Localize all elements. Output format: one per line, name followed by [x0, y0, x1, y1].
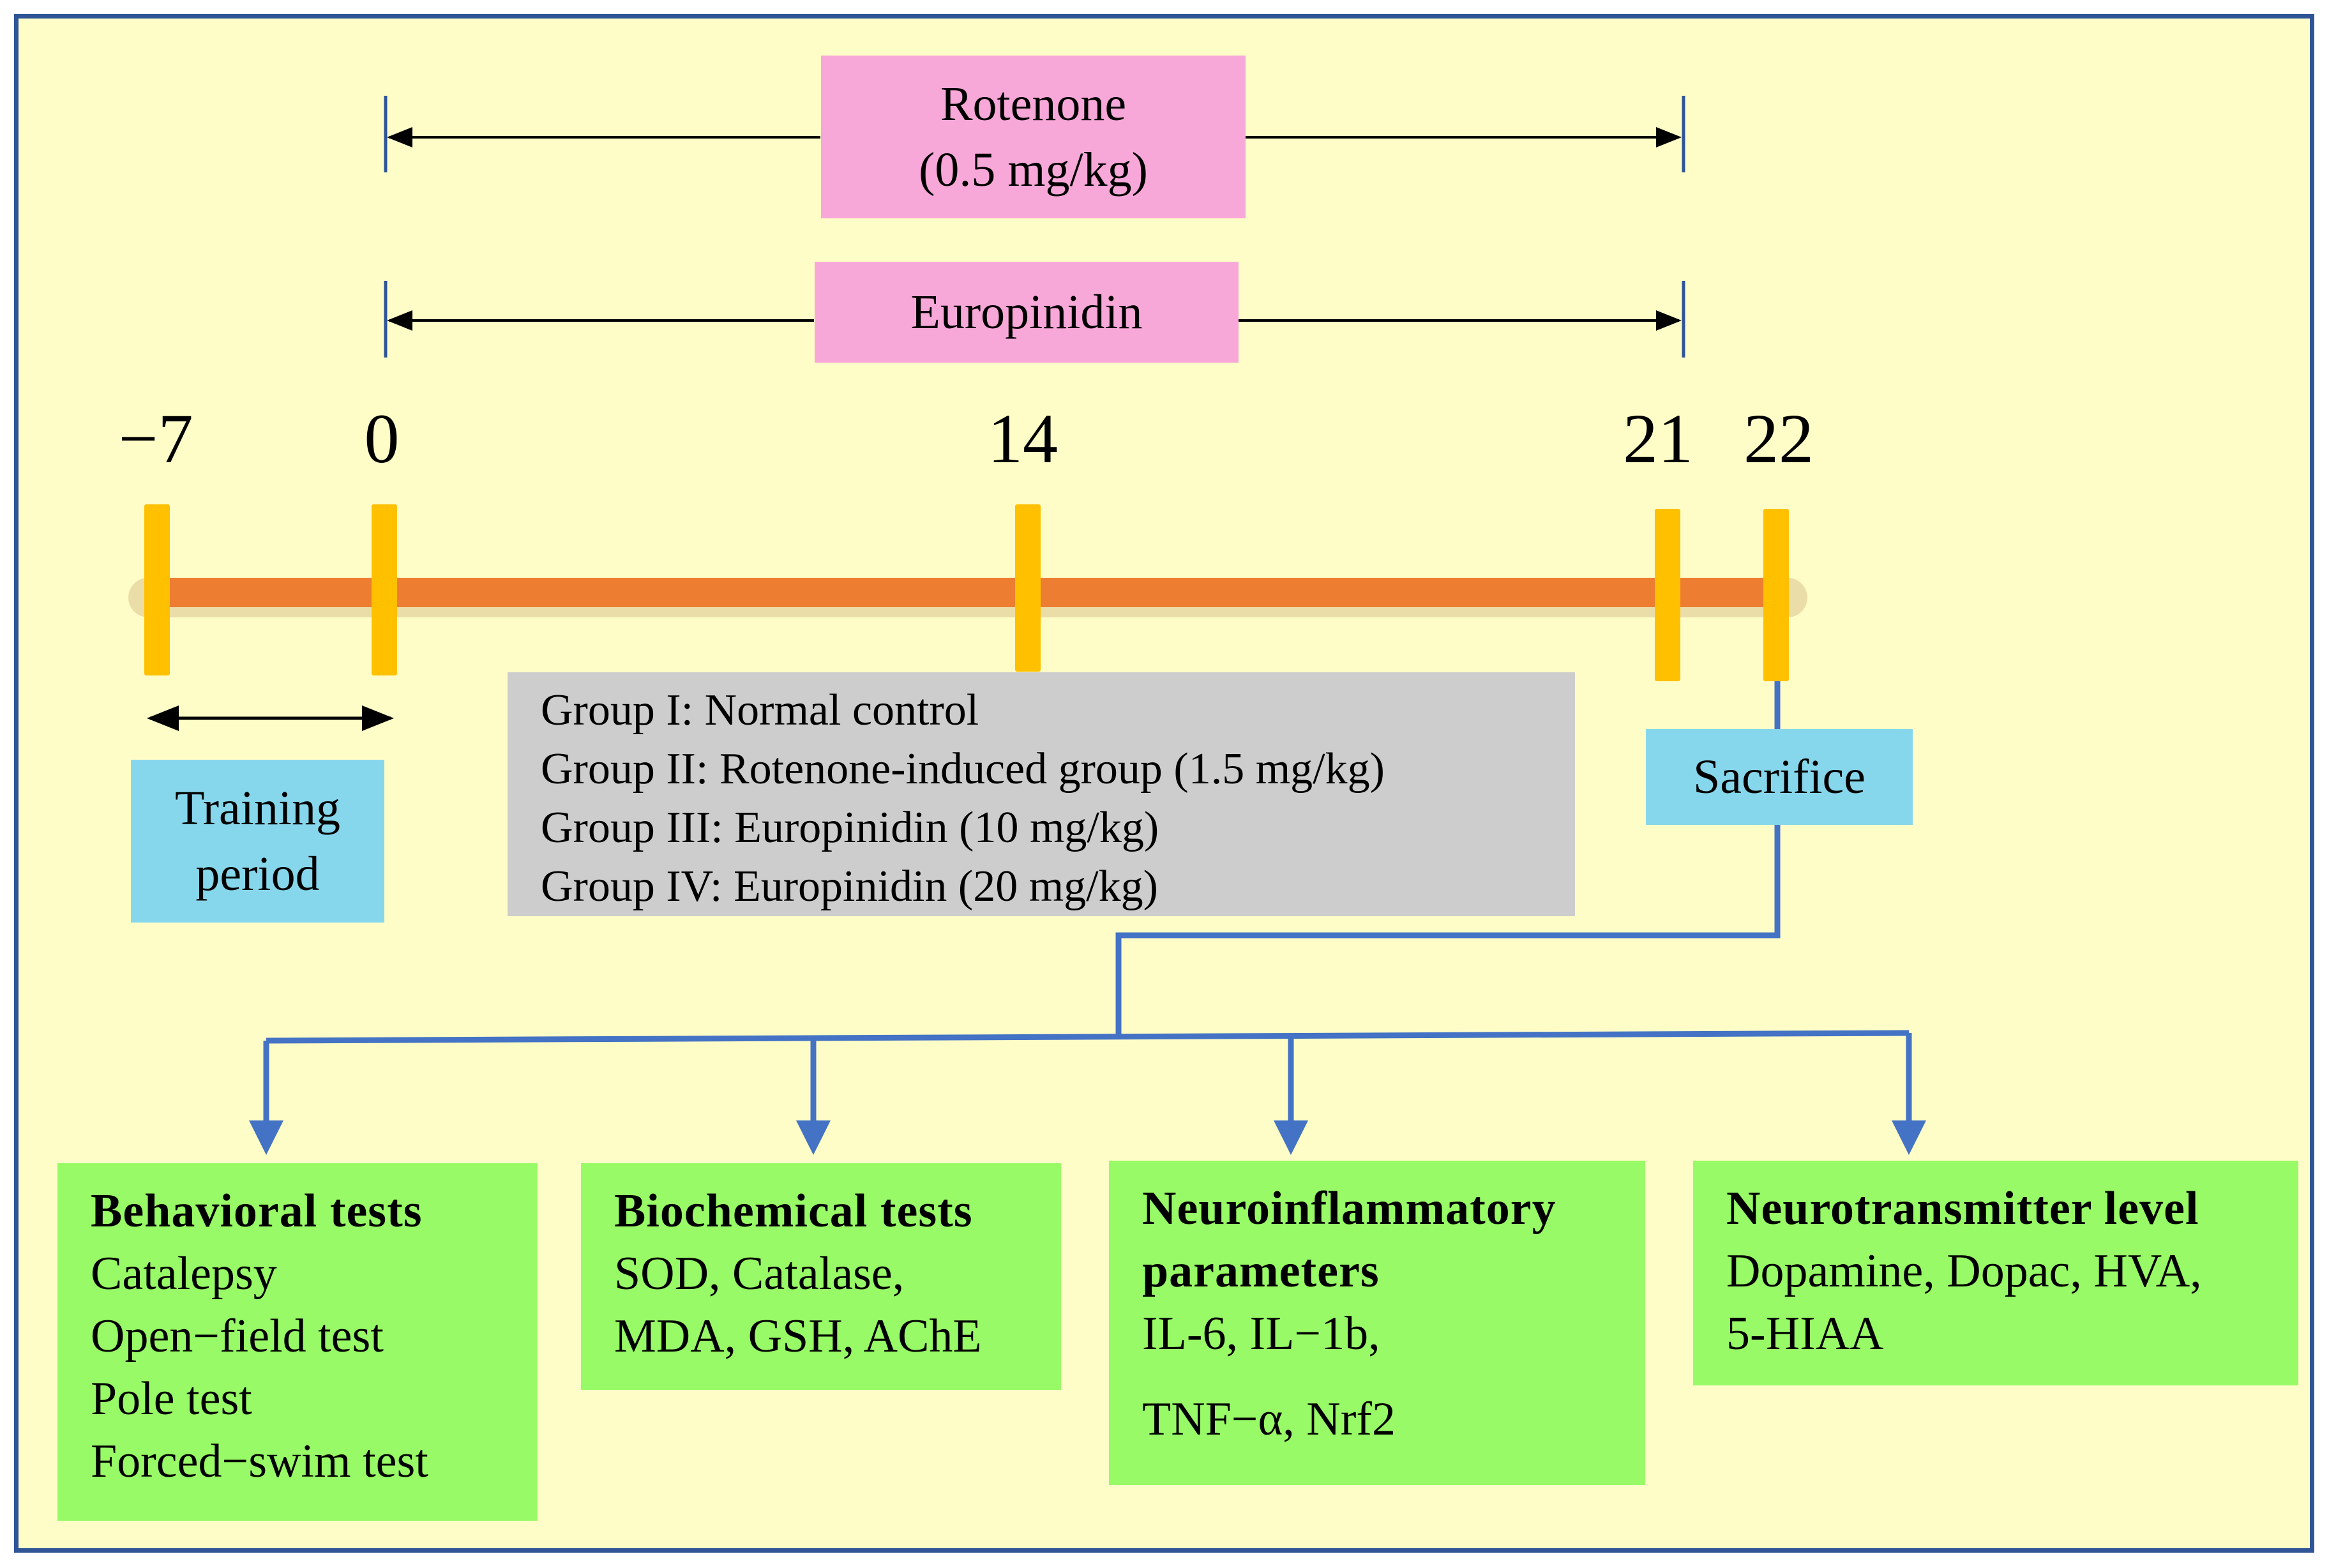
rotenone-dose: (0.5 mg/kg): [919, 142, 1148, 197]
neuroinflammatory-box: Neuroinflammatory parameters IL-6, IL−1b…: [1109, 1161, 1645, 1485]
day-label-minus7: −7: [118, 400, 193, 478]
group-item: Group I: Normal control: [541, 686, 979, 735]
day-label-14: 14: [988, 400, 1058, 478]
outcome-item: Open−field test: [91, 1310, 384, 1362]
behavioral-tests-title: Behavioral tests: [91, 1185, 423, 1237]
training-label-line1: Training: [174, 781, 341, 835]
sacrifice-box: Sacrifice: [1646, 729, 1913, 825]
tick-day-21: [1655, 509, 1680, 681]
behavioral-tests-box: Behavioral tests Catalepsy Open−field te…: [57, 1163, 538, 1521]
day-label-21: 21: [1623, 400, 1693, 478]
neurotransmitter-title: Neurotransmitter level: [1726, 1182, 2199, 1235]
groups-box: Group I: Normal control Group II: Roteno…: [508, 672, 1575, 916]
group-item: Group III: Europinidin (10 mg/kg): [541, 803, 1159, 852]
outcome-item: SOD, Catalase,: [614, 1248, 905, 1300]
sacrifice-label: Sacrifice: [1692, 750, 1866, 804]
tick-day-22: [1763, 509, 1789, 681]
tick-day-0: [372, 504, 397, 675]
group-item: Group II: Rotenone-induced group (1.5 mg…: [541, 744, 1385, 794]
outcome-item: Pole test: [91, 1373, 252, 1425]
outcome-item: TNF−α, Nrf2: [1142, 1393, 1396, 1445]
neuroinflammatory-title-line1: Neuroinflammatory: [1142, 1182, 1556, 1235]
training-period-box: Training period: [131, 760, 384, 923]
sacrifice-connector-down: [1115, 824, 1781, 1034]
outcome-distribution-line: [266, 1030, 1910, 1044]
europinidin-label: Europinidin: [910, 285, 1143, 339]
outcome-item: IL-6, IL−1b,: [1142, 1308, 1380, 1360]
neuroinflammatory-title-line2: parameters: [1142, 1245, 1380, 1297]
europinidin-box: Europinidin: [815, 262, 1239, 363]
tick-day-14: [1015, 504, 1041, 672]
day-label-0: 0: [364, 400, 400, 478]
group-item: Group IV: Europinidin (20 mg/kg): [541, 862, 1158, 911]
tick-day-minus7: [144, 504, 170, 675]
rotenone-label: Rotenone: [940, 77, 1127, 131]
rotenone-box: Rotenone (0.5 mg/kg): [821, 56, 1246, 218]
biochemical-tests-box: Biochemical tests SOD, Catalase, MDA, GS…: [581, 1163, 1061, 1390]
outcome-item: MDA, GSH, AChE: [614, 1310, 982, 1362]
outcome-item: Forced−swim test: [91, 1435, 428, 1488]
outcome-item: Dopamine, Dopac, HVA,: [1726, 1245, 2202, 1297]
training-label-line2: period: [195, 847, 320, 901]
biochemical-tests-title: Biochemical tests: [614, 1185, 973, 1237]
day-label-22: 22: [1744, 400, 1814, 478]
neurotransmitter-box: Neurotransmitter level Dopamine, Dopac, …: [1693, 1161, 2298, 1385]
outcome-item: Catalepsy: [91, 1248, 277, 1300]
outcome-item: 5-HIAA: [1726, 1308, 1884, 1360]
